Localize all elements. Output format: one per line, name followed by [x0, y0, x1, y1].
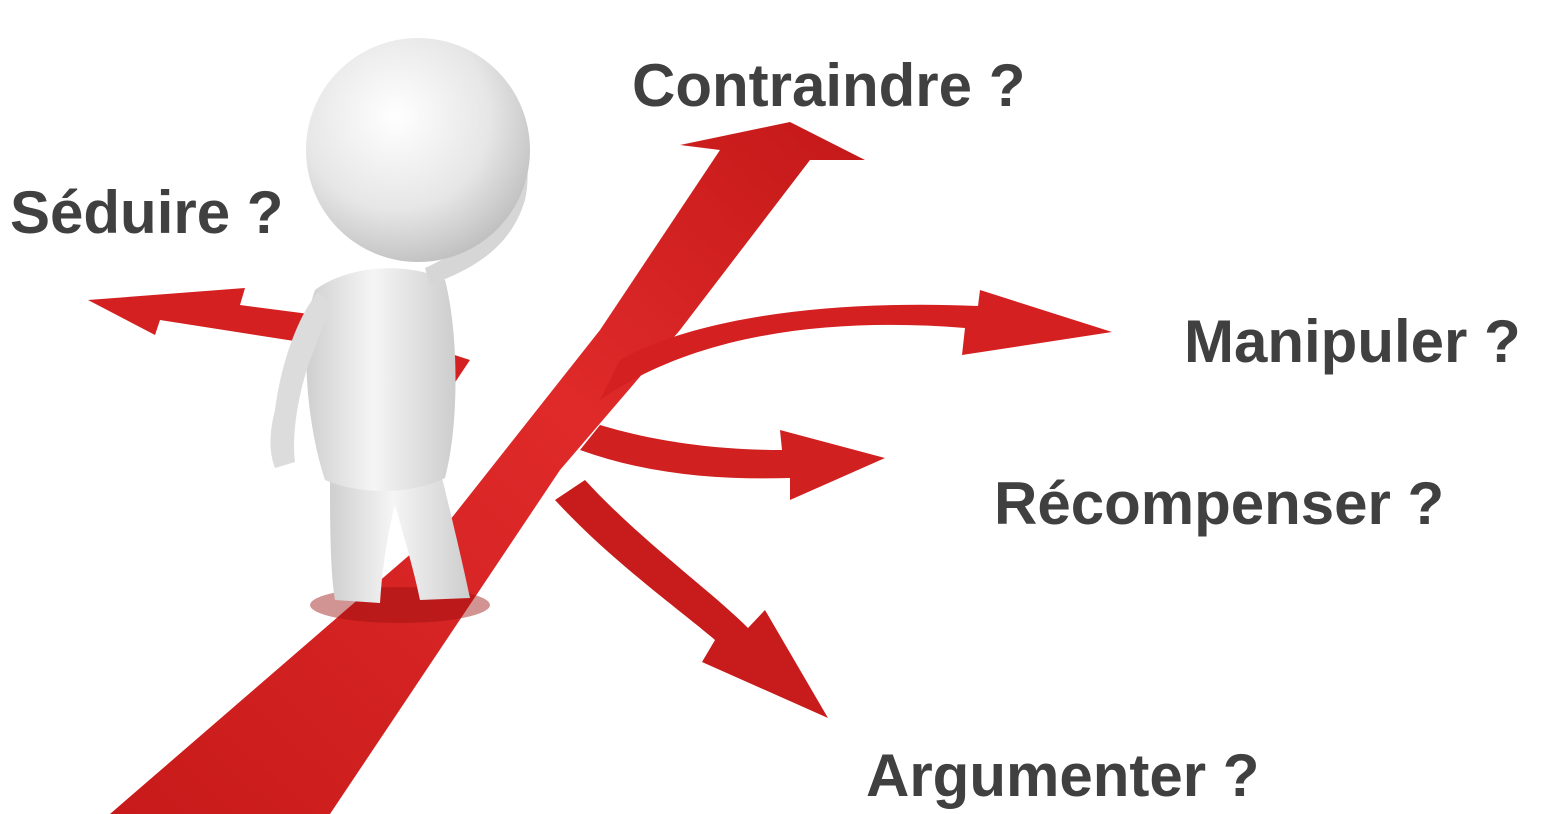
- option-argumenter: Argumenter ?: [866, 742, 1260, 809]
- arrow-recompenser: [580, 425, 885, 500]
- figure-torso: [306, 268, 456, 492]
- arrow-seduire: [88, 288, 470, 390]
- option-seduire: Séduire ?: [10, 179, 284, 246]
- option-manipuler: Manipuler ?: [1184, 308, 1521, 375]
- option-contraindre: Contraindre ?: [632, 52, 1026, 119]
- figure-left-arm: [270, 292, 332, 468]
- arrow-argumenter: [555, 480, 828, 718]
- figure-head: [306, 38, 530, 262]
- arrow-manipuler: [600, 290, 1112, 400]
- option-recompenser: Récompenser ?: [994, 470, 1445, 537]
- arrow-contraindre: [110, 122, 865, 814]
- figure-legs: [330, 470, 470, 603]
